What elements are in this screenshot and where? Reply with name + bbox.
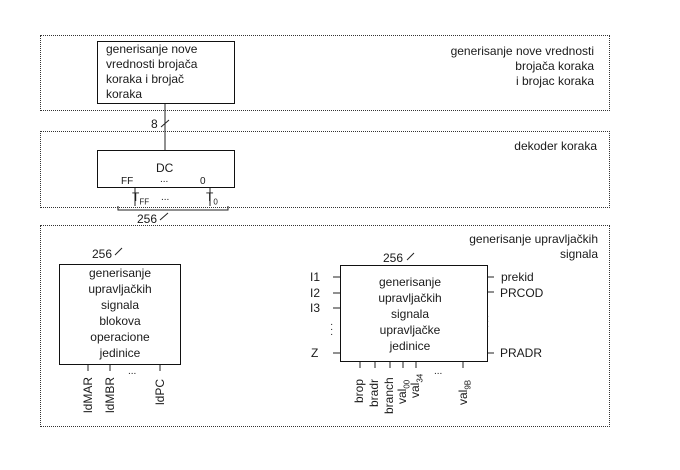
input-i1: I1 xyxy=(310,270,321,284)
input-i2: I2 xyxy=(310,286,321,300)
decoder-region-label: dekoder koraka xyxy=(514,139,597,153)
bus-slash-256 xyxy=(159,212,169,221)
bus-width-256-decoder: 256 xyxy=(137,212,158,226)
control-region-label: generisanje upravljačkih signala xyxy=(469,232,598,261)
right-bus-slash xyxy=(406,252,415,261)
right-outputs-dots: ... xyxy=(434,366,443,377)
decoder-in-0: 0 xyxy=(200,176,206,187)
counter-region-label: generisanje nove vrednosti brojača korak… xyxy=(450,44,594,88)
input-pradr: PRADR xyxy=(500,346,543,360)
input-i3: I3 xyxy=(310,301,321,315)
left-bus-slash xyxy=(114,247,123,256)
operational-unit-block-text: generisanje upravljačkih signala blokova… xyxy=(88,266,152,360)
input-z: Z xyxy=(311,346,319,360)
output-val34: val34 xyxy=(408,373,425,398)
counter-block-text: generisanje nove vrednosti brojača korak… xyxy=(106,42,198,101)
bus-width-8: 8 xyxy=(151,117,158,131)
control-unit-block xyxy=(340,265,488,362)
left-outputs-dots: ... xyxy=(128,366,137,377)
input-prcod: PRCOD xyxy=(500,286,544,300)
output-val9b: val9B xyxy=(456,379,473,405)
output-brop: brop xyxy=(352,378,366,403)
decoder-in-ff: FF xyxy=(121,176,134,187)
decoder-out-dots: ... xyxy=(161,192,170,203)
decoder-in-dots: ... xyxy=(160,174,169,185)
right-inputs-dots: ··· xyxy=(486,311,490,332)
operational-unit-block xyxy=(59,264,181,365)
output-ldmar: ldMAR xyxy=(81,376,95,413)
counter-block xyxy=(97,41,235,104)
decoder-block xyxy=(97,150,235,188)
output-ldpc: ldPC xyxy=(153,378,167,405)
control-region xyxy=(40,225,610,427)
input-prekid: prekid xyxy=(501,270,534,284)
left-inputs-dots: ··· xyxy=(330,319,334,340)
bus-width-256-left: 256 xyxy=(92,247,113,261)
bus-slash-8 xyxy=(160,119,170,128)
output-ldmbr: ldMBR xyxy=(103,376,117,413)
counter-region xyxy=(40,35,610,111)
decoder-region xyxy=(40,131,610,208)
decoder-title: DC xyxy=(156,161,174,175)
control-unit-block-text: generisanje upravljačkih signala upravlj… xyxy=(378,275,442,353)
decoder-bus-brace xyxy=(117,206,229,211)
bus-width-256-right: 256 xyxy=(383,251,404,265)
output-bradr: bradr xyxy=(367,378,381,407)
decoder-out-t0: T0 xyxy=(206,190,218,207)
decoder-out-tff: TFF xyxy=(132,190,150,207)
